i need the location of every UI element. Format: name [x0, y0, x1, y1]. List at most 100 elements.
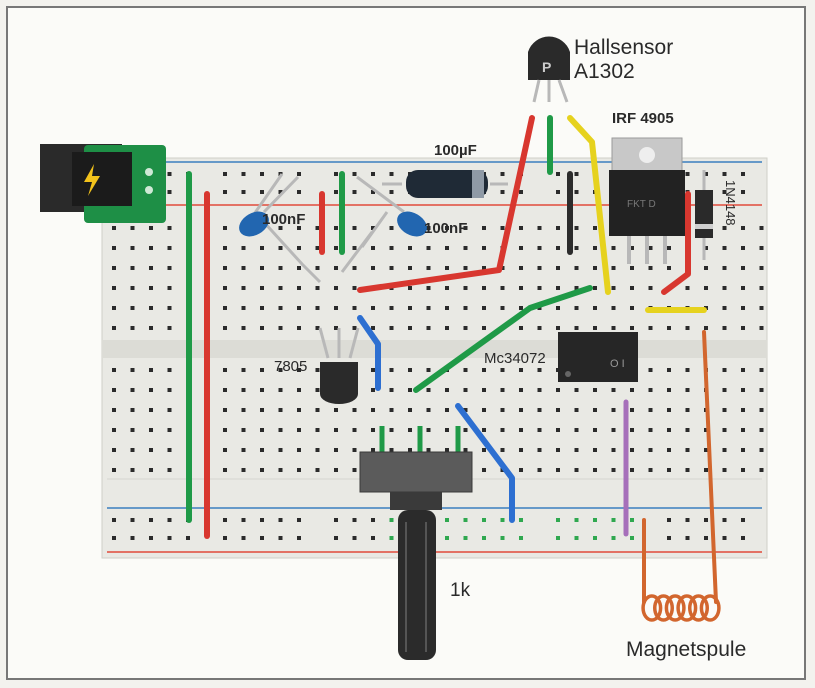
breadboard-hole: [426, 326, 431, 330]
breadboard-hole: [389, 408, 394, 412]
breadboard-hole: [519, 286, 523, 290]
breadboard-hole: [371, 246, 375, 250]
breadboard-hole: [519, 368, 523, 372]
breadboard-hole: [593, 286, 597, 290]
breadboard-hole: [315, 326, 320, 330]
breadboard-hole: [408, 388, 412, 392]
breadboard-hole: [574, 190, 579, 194]
ceramic-cap-right: [397, 211, 427, 237]
breadboard-hole: [260, 388, 264, 392]
potentiometer-label: 1k: [450, 580, 471, 601]
breadboard-hole: [611, 306, 616, 310]
breadboard-hole: [223, 190, 227, 194]
hallsensor-name-label: Hallsensor: [574, 36, 674, 59]
breadboard-hole: [130, 408, 135, 412]
breadboard-hole: [241, 286, 246, 290]
breadboard-hole: [593, 388, 597, 392]
breadboard-hole: [722, 388, 727, 392]
electrolytic-cap: [382, 170, 508, 198]
breadboard-hole: [593, 266, 597, 270]
breadboard-hole: [352, 468, 357, 472]
breadboard-hole: [371, 266, 375, 270]
breadboard-hole: [408, 326, 412, 330]
breadboard-hole: [278, 306, 283, 310]
breadboard-hole: [389, 518, 394, 522]
breadboard-hole: [463, 266, 468, 270]
breadboard-hole: [741, 408, 745, 412]
breadboard-hole: [389, 326, 394, 330]
breadboard-hole: [556, 286, 560, 290]
breadboard-hole: [556, 536, 560, 540]
breadboard-hole: [463, 428, 468, 432]
opamp-chip: O I: [558, 332, 638, 382]
breadboard-hole: [371, 172, 375, 176]
breadboard-hole: [630, 326, 634, 330]
breadboard-hole: [556, 388, 560, 392]
breadboard-hole: [112, 246, 116, 250]
breadboard-hole: [334, 428, 338, 432]
breadboard-hole: [593, 468, 597, 472]
breadboard-hole: [722, 448, 727, 452]
breadboard-hole: [278, 388, 283, 392]
breadboard-hole: [167, 468, 172, 472]
breadboard-hole: [130, 518, 135, 522]
breadboard-hole: [297, 536, 301, 540]
breadboard-hole: [556, 518, 560, 522]
breadboard-hole: [297, 408, 301, 412]
breadboard-hole: [537, 306, 542, 310]
breadboard-hole: [574, 468, 579, 472]
breadboard-hole: [593, 428, 597, 432]
breadboard-hole: [223, 428, 227, 432]
breadboard-hole: [630, 266, 634, 270]
breadboard-hole: [389, 246, 394, 250]
breadboard-hole: [241, 306, 246, 310]
breadboard-hole: [371, 448, 375, 452]
breadboard-hole: [112, 518, 116, 522]
breadboard-hole: [149, 306, 153, 310]
breadboard-hole: [593, 518, 597, 522]
breadboard-hole: [167, 286, 172, 290]
wire-blue-regulator: [357, 315, 381, 391]
breadboard-hole: [352, 326, 357, 330]
breadboard-hole: [741, 172, 745, 176]
breadboard-hole: [149, 226, 153, 230]
breadboard-hole: [722, 468, 727, 472]
breadboard-hole: [667, 408, 671, 412]
breadboard-hole: [260, 306, 264, 310]
breadboard-hole: [759, 428, 764, 432]
breadboard-hole: [500, 226, 505, 230]
breadboard-hole: [167, 448, 172, 452]
breadboard-hole: [648, 266, 653, 270]
breadboard-hole: [630, 286, 634, 290]
breadboard-hole: [223, 306, 227, 310]
breadboard-hole: [297, 190, 301, 194]
breadboard-hole: [371, 306, 375, 310]
breadboard-hole: [685, 172, 690, 176]
breadboard-hole: [648, 368, 653, 372]
breadboard-hole: [630, 246, 634, 250]
breadboard-hole: [759, 306, 764, 310]
breadboard-hole: [648, 326, 653, 330]
breadboard-hole: [389, 448, 394, 452]
breadboard-hole: [334, 518, 338, 522]
diode-label: 1N4148: [723, 180, 738, 226]
breadboard-hole: [408, 428, 412, 432]
breadboard-hole: [371, 326, 375, 330]
breadboard-hole: [315, 266, 320, 270]
breadboard-hole: [167, 518, 172, 522]
breadboard-hole: [167, 368, 172, 372]
breadboard-hole: [722, 306, 727, 310]
breadboard-hole: [741, 266, 745, 270]
breadboard-hole: [241, 408, 246, 412]
breadboard-hole: [334, 172, 338, 176]
breadboard-hole: [630, 428, 634, 432]
breadboard-hole: [463, 368, 468, 372]
coil-turn: [688, 594, 709, 622]
breadboard-hole: [297, 266, 301, 270]
breadboard-hole: [334, 286, 338, 290]
breadboard-hole: [574, 388, 579, 392]
breadboard-hole: [445, 518, 449, 522]
coil-turn: [653, 594, 674, 622]
breadboard-hole: [519, 518, 523, 522]
breadboard-hole: [574, 428, 579, 432]
